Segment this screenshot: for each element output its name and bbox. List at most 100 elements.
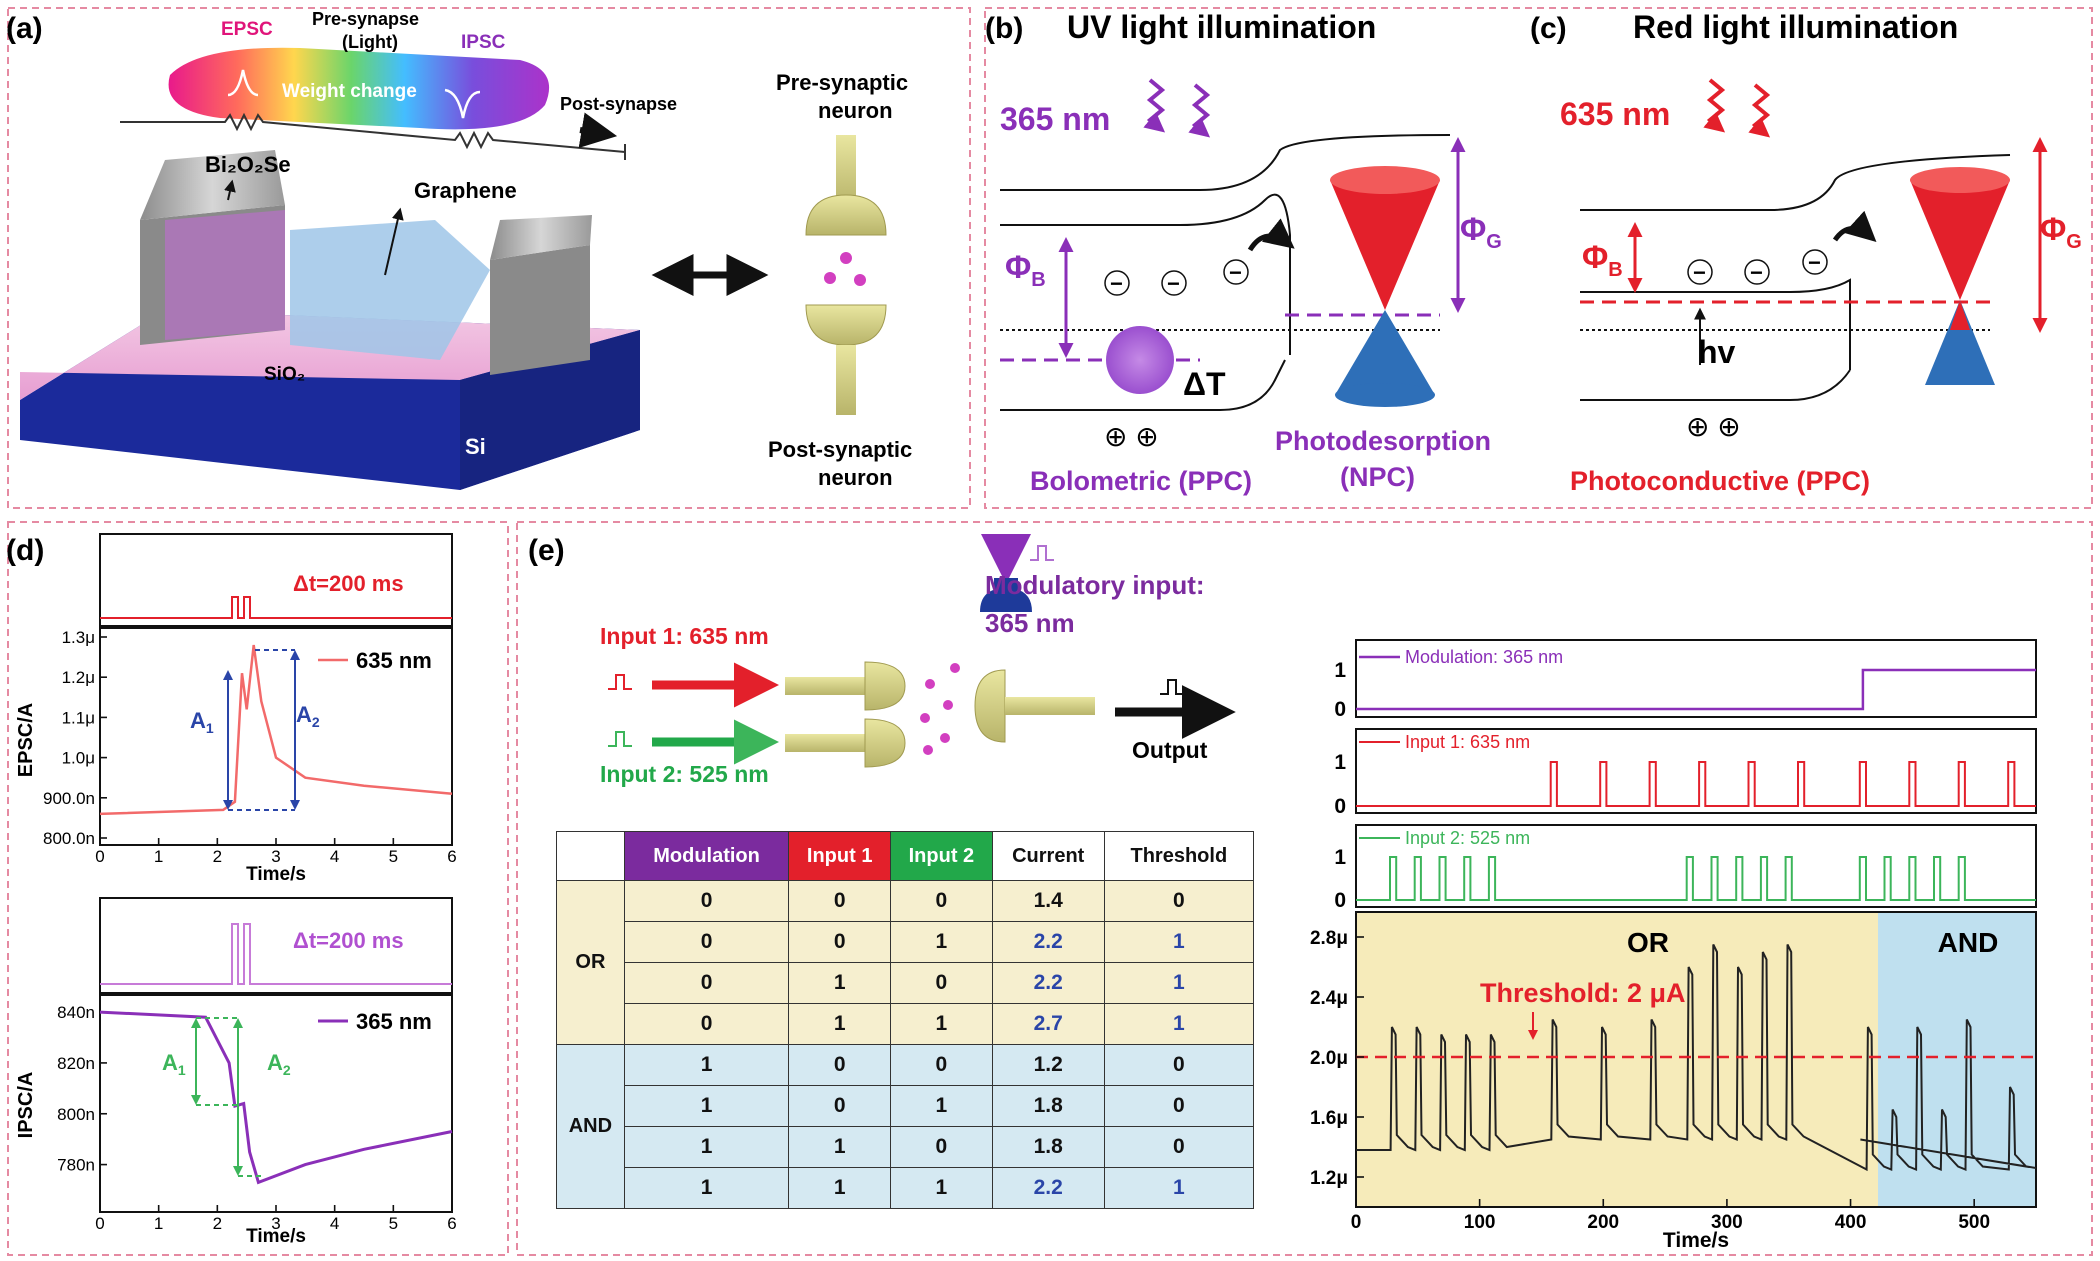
current-ytick-label: 1.2μ <box>1310 1168 1348 1189</box>
valence-band <box>1000 359 1286 411</box>
mod-trace <box>1356 668 2036 711</box>
cell: 1 <box>890 1085 993 1127</box>
post-neuron-label-1: Post-synaptic <box>768 437 912 462</box>
panel-a-label: (a) <box>6 12 43 45</box>
phi-b-subscript-c: B <box>1608 259 1622 281</box>
table-row: 1 1 0 1.8 0 <box>557 1126 1255 1168</box>
panel-d: (d) Δt=200 ms 1.3μ1.2μ1.1μ1.0μ900.0n800.… <box>6 533 457 1247</box>
ipsc-ytick-label: 780n <box>57 1156 95 1175</box>
red-wavelength: 635 nm <box>1560 96 1670 132</box>
post-neuron-axon-e <box>1005 697 1095 715</box>
heat-ball <box>1106 326 1174 394</box>
table-row: AND 1 0 0 1.2 0 <box>556 1044 1255 1209</box>
cell: 1.8 <box>991 1126 1105 1168</box>
pulse-box-top <box>99 533 453 627</box>
cell: 2.7 <box>991 1003 1105 1045</box>
panel-b-label: (b) <box>985 12 1023 45</box>
si-label: Si <box>465 434 486 459</box>
ipsc-xtick-label: 3 <box>271 1214 280 1233</box>
dirac-cone-upper-c <box>1910 180 2010 300</box>
right-electrode <box>490 245 590 375</box>
epsc-xtick-label: 1 <box>154 847 163 866</box>
cell: 0 <box>623 921 790 963</box>
post-neuron-dendrite <box>836 345 856 415</box>
ipsc-label: IPSC <box>461 32 506 53</box>
pulse-box-bottom <box>99 897 453 994</box>
e-xtick-label: 200 <box>1587 1212 1619 1233</box>
svg-text:A2: A2 <box>267 1050 291 1078</box>
e-xtick-label: 300 <box>1711 1212 1743 1233</box>
cell: 1 <box>623 1126 790 1168</box>
phi-b-symbol: Φ <box>1005 249 1031 285</box>
cell: 0 <box>788 880 892 922</box>
cell: 0 <box>890 1126 993 1168</box>
or-label: OR <box>1627 927 1669 958</box>
a2-sub-bottom: 2 <box>283 1062 291 1078</box>
cell: 0 <box>1103 1044 1255 1086</box>
epsc-xtick-label: 2 <box>213 847 222 866</box>
electron <box>1744 259 1770 285</box>
cell: 2.2 <box>991 921 1105 963</box>
svg-text:A1: A1 <box>190 708 214 736</box>
input1-label: Input 1: 635 nm <box>600 623 769 649</box>
vacuum-level <box>1000 134 1451 191</box>
post-neuron-label-2: neuron <box>818 465 893 490</box>
a1-sub-bottom: 1 <box>178 1062 186 1078</box>
epsc-xtick-label: 6 <box>447 847 456 866</box>
dirac-cone-filled-c <box>1950 300 1970 330</box>
neurotransmitter <box>925 679 935 689</box>
epsc-pulse-icon <box>227 69 259 97</box>
panel-d-frame <box>7 521 509 1256</box>
holes-label: ⊕ ⊕ <box>1104 421 1159 452</box>
npc-label: (NPC) <box>1340 462 1415 492</box>
ipsc-ytick-label: 820n <box>57 1054 95 1073</box>
epsc-xtick-label: 4 <box>330 847 339 866</box>
mod-axes <box>1355 639 2037 718</box>
hv-label: hv <box>1698 334 1736 370</box>
post-neuron-terminal-e <box>974 669 1006 743</box>
in1-legend: Input 1: 635 nm <box>1405 732 1530 752</box>
cell: 1 <box>623 1085 790 1127</box>
delta-t-label: ΔT <box>1183 366 1226 402</box>
bolometric-label: Bolometric (PPC) <box>1030 466 1252 496</box>
electron <box>1161 270 1187 296</box>
valence-band-c <box>1580 369 1851 401</box>
ipsc-ytick-label: 840n <box>57 1003 95 1022</box>
header-current: Current <box>991 831 1105 881</box>
svg-text:ΦB: ΦB <box>1005 249 1046 291</box>
svg-text:ΦG: ΦG <box>1460 211 1502 253</box>
phi-g-subscript: G <box>1486 231 1502 253</box>
dirac-cone-lower <box>1335 310 1435 395</box>
cell: 1 <box>890 921 993 963</box>
header-threshold: Threshold <box>1103 831 1255 881</box>
phi-g-symbol-c: Φ <box>2040 211 2066 247</box>
a2-sub-top: 2 <box>312 714 320 730</box>
cell: 0 <box>1103 1085 1255 1127</box>
electron-sign: − <box>1750 260 1763 285</box>
and-label: AND <box>1938 927 1999 958</box>
panel-b-title: UV light illumination <box>1067 9 1376 45</box>
input2-label: Input 2: 525 nm <box>600 761 769 787</box>
neurotransmitter <box>950 663 960 673</box>
header-blank <box>556 831 625 881</box>
svg-text:ΦG: ΦG <box>2040 211 2082 253</box>
table-row: OR 0 0 0 1.4 0 <box>556 880 1255 1045</box>
cell: 0 <box>623 880 790 922</box>
panel-c-label: (c) <box>1530 12 1567 45</box>
current-ytick-label: 1.6μ <box>1310 1108 1348 1129</box>
neurotransmitter <box>854 274 866 286</box>
conduction-band <box>1000 193 1291 355</box>
cell: 1 <box>1103 1167 1255 1209</box>
in1-trace <box>1356 761 2036 807</box>
ipsc-xtick-label: 6 <box>447 1214 456 1233</box>
ipsc-curve <box>99 1010 453 1185</box>
ipsc-pulse-icon <box>444 88 481 119</box>
pre-neuron-label-2: neuron <box>818 98 893 123</box>
panel-a-frame <box>7 7 971 509</box>
graphene-sheet <box>290 220 490 360</box>
a1-label-bottom: A <box>162 1050 178 1075</box>
truth-table-header: Modulation Input 1 Input 2 Current Thres… <box>556 831 1255 881</box>
